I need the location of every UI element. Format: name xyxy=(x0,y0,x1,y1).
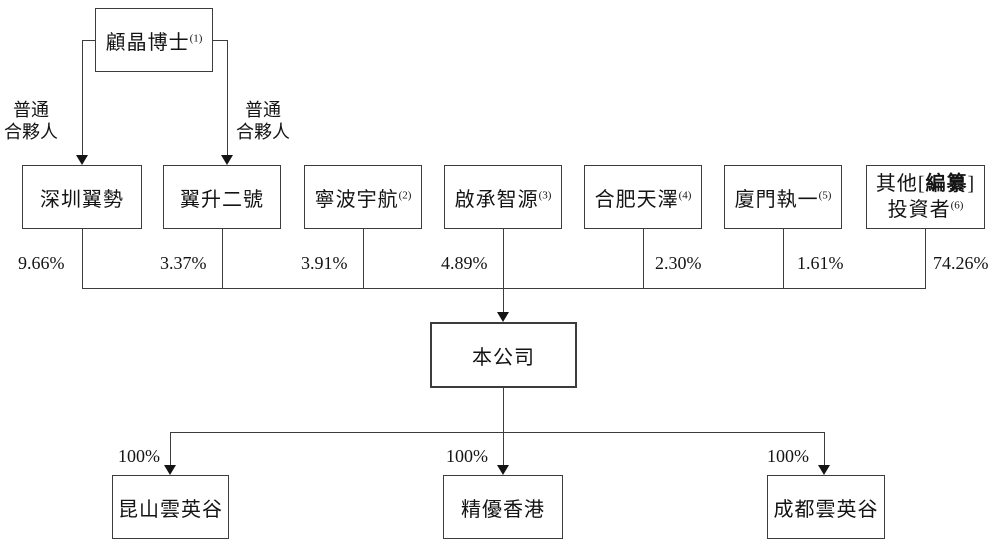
connector-drop-4 xyxy=(503,229,504,288)
connector-bus-bottom xyxy=(170,432,825,433)
connector-bus-top xyxy=(82,288,926,289)
connector-founder-left-v xyxy=(82,40,83,156)
redaction-placeholder: 編纂 xyxy=(925,173,968,195)
connector-company-out xyxy=(503,388,504,465)
connector-founder-left-h xyxy=(82,40,95,41)
other-investors-suffix: ] xyxy=(967,173,976,195)
arrowhead-down-icon xyxy=(497,312,509,322)
pct-chengdu-yunyinggu: 100% xyxy=(767,446,809,466)
node-label: 深圳翼勢 xyxy=(40,188,124,211)
gp-label-line: 合夥人 xyxy=(236,122,290,142)
gp-label-right: 普通 合夥人 xyxy=(230,99,296,143)
node-hefei-tianze: 合肥天澤(4) xyxy=(584,165,702,229)
node-qicheng-zhiyuan: 啟承智源(3) xyxy=(444,165,562,229)
node-yisheng-no2: 翼升二號 xyxy=(163,165,281,229)
gp-label-left: 普通 合夥人 xyxy=(0,99,62,143)
node-label: 精優香港 xyxy=(461,498,545,521)
node-chengdu-yunyinggu: 成都雲英谷 xyxy=(767,475,885,539)
connector-drop-3 xyxy=(363,229,364,288)
connector-drop-6 xyxy=(783,229,784,288)
pct-qicheng-zhiyuan: 4.89% xyxy=(441,253,488,273)
pct-jingyou-hongkong: 100% xyxy=(446,446,488,466)
node-label: 成都雲英谷 xyxy=(773,498,879,521)
node-label-line2: 投資者(6) xyxy=(876,197,975,223)
footnote-sup: (3) xyxy=(538,188,552,201)
connector-founder-right-v xyxy=(227,40,228,156)
footnote-sup: (2) xyxy=(398,188,412,201)
connector-drop-5 xyxy=(643,229,644,288)
node-label: 寧波宇航 xyxy=(314,188,399,211)
pct-hefei-tianze: 2.30% xyxy=(655,253,702,273)
node-shenzhen-yishi: 深圳翼勢 xyxy=(22,165,142,229)
node-label: 廈門執一 xyxy=(734,188,819,211)
pct-ningbo-yuhang: 3.91% xyxy=(301,253,348,273)
node-label-line1: 其他[編纂] xyxy=(876,171,975,197)
pct-other-investors: 74.26% xyxy=(933,253,989,273)
connector-company-in xyxy=(503,288,504,313)
node-gu-jing-phd: 顧晶博士(1) xyxy=(95,8,213,72)
connector-sub-drop-1 xyxy=(170,432,171,465)
other-investors-label: 投資者 xyxy=(887,199,951,221)
arrowhead-down-icon xyxy=(221,155,233,165)
node-ningbo-yuhang: 寧波宇航(2) xyxy=(304,165,422,229)
footnote-sup: (4) xyxy=(678,188,692,201)
gp-label-line: 普通 xyxy=(13,100,49,120)
arrowhead-down-icon xyxy=(818,465,830,475)
node-xiamen-zhiyi: 廈門執一(5) xyxy=(724,165,842,229)
footnote-sup: (6) xyxy=(950,199,964,212)
arrowhead-down-icon xyxy=(76,155,88,165)
node-kunshan-yunyinggu: 昆山雲英谷 xyxy=(112,475,229,539)
gp-label-line: 合夥人 xyxy=(4,122,58,142)
node-label: 啟承智源 xyxy=(454,188,539,211)
connector-sub-drop-3 xyxy=(824,432,825,465)
pct-shenzhen-yishi: 9.66% xyxy=(18,253,65,273)
node-label: 合肥天澤 xyxy=(594,188,679,211)
connector-drop-2 xyxy=(222,229,223,288)
pct-yisheng-no2: 3.37% xyxy=(160,253,207,273)
connector-founder-right-h xyxy=(213,40,228,41)
connector-drop-1 xyxy=(82,229,83,288)
footnote-sup: (1) xyxy=(189,31,203,44)
node-label: 昆山雲英谷 xyxy=(118,498,223,521)
pct-kunshan-yunyinggu: 100% xyxy=(118,446,160,466)
node-label: 顧晶博士 xyxy=(105,31,190,54)
node-company: 本公司 xyxy=(430,322,577,388)
footnote-sup: (5) xyxy=(818,188,832,201)
node-other-investors: 其他[編纂] 投資者(6) xyxy=(866,165,985,229)
node-label: 翼升二號 xyxy=(180,188,264,211)
connector-drop-7 xyxy=(925,229,926,288)
node-label: 本公司 xyxy=(472,346,535,369)
pct-xiamen-zhiyi: 1.61% xyxy=(797,253,844,273)
arrowhead-down-icon xyxy=(497,465,509,475)
arrowhead-down-icon xyxy=(164,465,176,475)
gp-label-line: 普通 xyxy=(245,100,281,120)
node-jingyou-hongkong: 精優香港 xyxy=(443,475,563,539)
other-investors-prefix: 其他[ xyxy=(875,173,926,195)
